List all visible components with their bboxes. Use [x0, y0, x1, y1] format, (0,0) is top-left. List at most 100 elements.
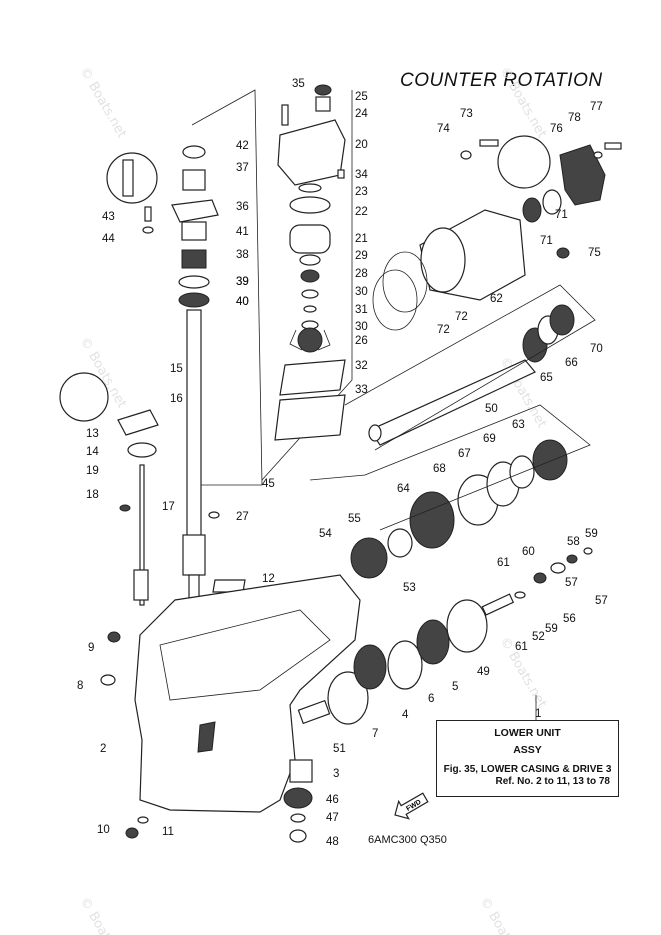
watermark-text: © Boats.net [77, 65, 130, 141]
part-17-shift-rod [133, 569, 149, 601]
part-number-label: 43 [102, 211, 115, 223]
housing-front [420, 227, 466, 293]
part-37-bearing [182, 169, 206, 191]
part-number-label: 15 [170, 363, 183, 375]
part-22-gasket [289, 196, 331, 214]
part-number-label: 74 [437, 123, 450, 135]
part-49-gear [446, 599, 488, 653]
part-number-label: 78 [568, 112, 581, 124]
part-5-bearing [416, 619, 450, 665]
part-number-label: 13 [86, 428, 99, 440]
part-14-ring [127, 442, 157, 458]
watermark-text: © Boats.net [497, 65, 550, 141]
part-number-label: 52 [532, 631, 545, 643]
part-18-clip [119, 504, 131, 512]
part-number-label: 72 [455, 311, 468, 323]
part-77-bolt [604, 142, 622, 150]
part-72-o-ring-b [372, 269, 418, 331]
part-number-label: 59 [545, 623, 558, 635]
part-number-label: 59 [585, 528, 598, 540]
detail-circle-13 [59, 372, 109, 422]
part-number-label: 39 [236, 276, 249, 288]
drive-shaft [186, 309, 202, 541]
part-58-plunger [566, 554, 578, 564]
part-41-sleeve [181, 221, 207, 241]
part-73-bolt [479, 139, 499, 147]
part-number-label: 73 [460, 108, 473, 120]
part-51-sleeve [297, 699, 331, 725]
fwd-arrow: FWD [394, 792, 429, 820]
part-11-gasket [137, 816, 149, 824]
part-number-label: 23 [355, 186, 368, 198]
pump-group-bracket [190, 89, 263, 486]
part-55-spring [387, 528, 413, 558]
part-59-ball [583, 547, 593, 555]
part-number-label: 38 [236, 249, 249, 261]
part-71-seal-b [542, 189, 562, 215]
part-number-label: 56 [563, 613, 576, 625]
part-number-label: 17 [162, 501, 175, 513]
info-line-4: Ref. No. 2 to 11, 13 to 78 [495, 776, 610, 787]
part-31-ring [303, 305, 317, 313]
part-number-label: 75 [588, 247, 601, 259]
part-number-label: 65 [540, 372, 553, 384]
part-number-label: 47 [326, 812, 339, 824]
part-44-washer [142, 226, 154, 234]
part-13-bracket [117, 409, 159, 436]
part-76-retainer [559, 144, 606, 206]
part-28-seal [300, 269, 320, 283]
part-59-pin [514, 591, 526, 599]
part-7-ring [327, 671, 369, 725]
part-54-clutch [350, 537, 388, 579]
part-number-label: 12 [262, 573, 275, 585]
info-line-2: ASSY [513, 744, 542, 756]
part-number-label: 16 [170, 393, 183, 405]
part-number-label: 29 [355, 250, 368, 262]
part-number-label: 69 [483, 433, 496, 445]
part-number-label: 53 [403, 582, 416, 594]
part-69-ring [509, 455, 535, 489]
part-29-key [299, 254, 321, 266]
part-number-label: 28 [355, 268, 368, 280]
detail-ring [122, 159, 134, 197]
part-number-label: 24 [355, 108, 368, 120]
part-number-label: 9 [88, 642, 94, 654]
part-52-shifter [481, 593, 515, 616]
part-number-label: 60 [522, 546, 535, 558]
part-19-rod [139, 464, 145, 606]
part-27-pin [208, 511, 220, 519]
part-10-plug [125, 827, 139, 839]
part-number-label: 55 [348, 513, 361, 525]
part-25-grommet [314, 84, 332, 96]
part-number-label: 32 [355, 360, 368, 372]
part-43-bolt [144, 206, 152, 222]
part-34-pin [337, 169, 345, 179]
part-number-label: 22 [355, 206, 368, 218]
part-number-label: 49 [477, 666, 490, 678]
part-number-label: 72 [437, 324, 450, 336]
part-46-pinion [283, 787, 313, 809]
casing-top-detail [159, 609, 331, 701]
part-number-label: 46 [326, 794, 339, 806]
part-number-label: 30 [355, 286, 368, 298]
drive-shaft-lower [182, 534, 206, 576]
part-72-o-ring [382, 251, 428, 313]
part-8-plug [100, 674, 116, 686]
part-number-label: 3 [333, 768, 339, 780]
part-number-label: 11 [162, 826, 174, 838]
part-78-washer [593, 151, 603, 159]
part-32-plate [279, 359, 346, 396]
part-number-label: 77 [590, 101, 603, 113]
part-number-label: 71 [540, 235, 553, 247]
part-3-bearing [289, 759, 313, 783]
group-bracket-63 [309, 404, 591, 531]
part-number-label: 5 [452, 681, 458, 693]
part-74-washer [460, 150, 472, 160]
part-number-label: 25 [355, 91, 368, 103]
shaft-end [368, 424, 382, 442]
part-number-label: 21 [355, 233, 368, 245]
fwd-label: FWD [405, 799, 422, 813]
part-number-label: 6 [428, 693, 434, 705]
